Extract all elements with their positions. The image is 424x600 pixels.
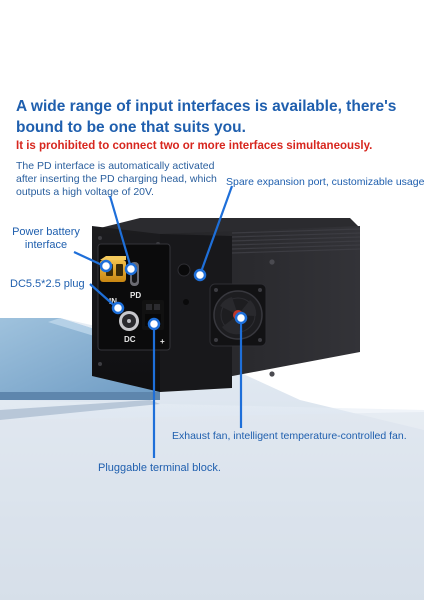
callout-spare-port: Spare expansion port, customizable usage… [226, 176, 424, 188]
callout-terminal-block: Pluggable terminal block. [98, 462, 221, 474]
panel-label-pd: PD [130, 291, 141, 300]
dc-jack-icon [119, 311, 139, 331]
spare-port-hole [177, 263, 191, 277]
warning-text: It is prohibited to connect two or more … [16, 140, 373, 152]
panel-label-in: IN [109, 297, 117, 306]
callout-lines [73, 185, 243, 458]
headline: A wide range of input interfaces is avai… [16, 98, 397, 136]
callout-pd-interface: The PD interface is automatically activa… [16, 160, 217, 198]
background [0, 318, 424, 600]
marker-ring-icon [99, 259, 248, 331]
panel-label-dc: DC [124, 335, 136, 344]
panel-label-plus: + [160, 337, 165, 346]
callout-dc-plug: DC5.5*2.5 plug [10, 278, 85, 290]
device: IN PD DC + [92, 218, 361, 392]
callout-power-battery: Power battery interface [12, 226, 80, 251]
callout-exhaust-fan: Exhaust fan, intelligent temperature-con… [172, 430, 407, 442]
